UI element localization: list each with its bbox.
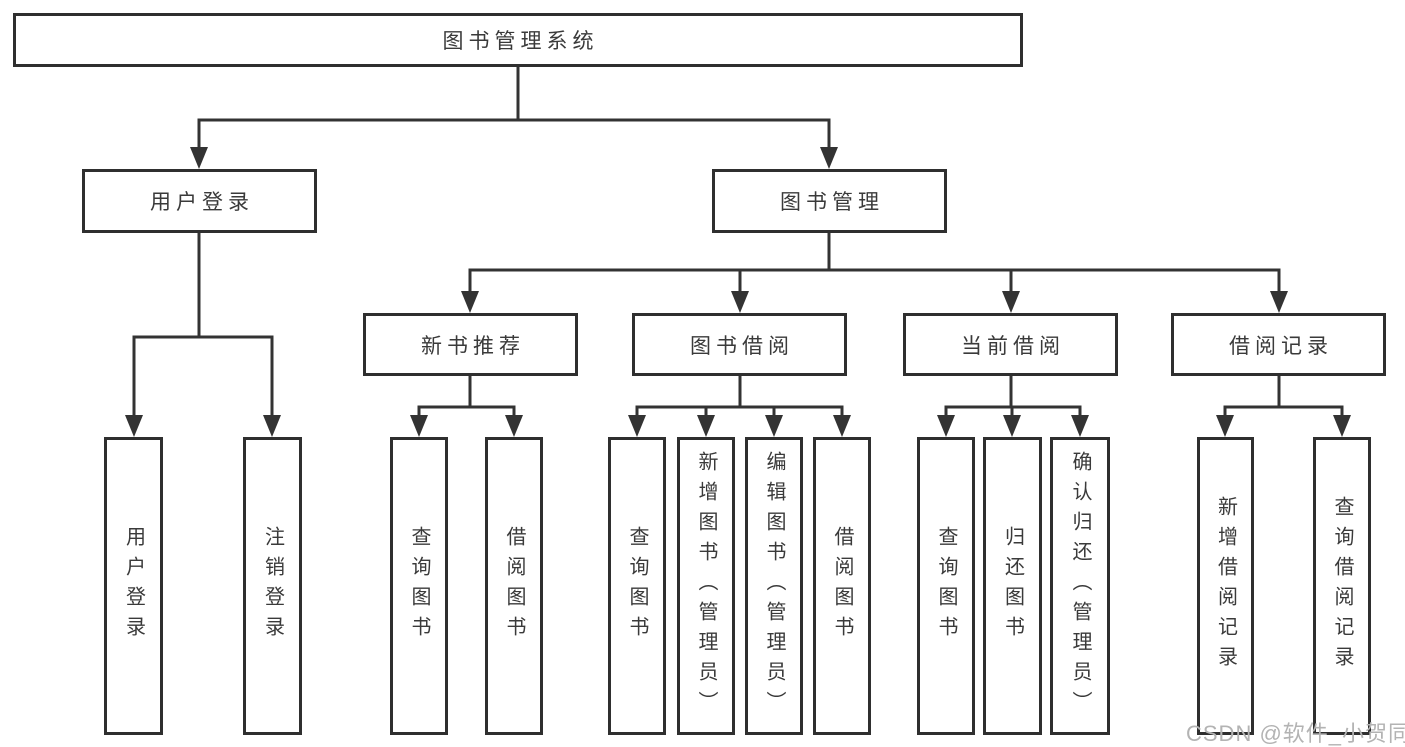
- node-current-borrow-label: 当前借阅: [961, 334, 1065, 358]
- leaf-query-book-2-label: 查询图书: [626, 526, 648, 646]
- leaf-query-book-1: 查询图书: [390, 437, 448, 735]
- node-user-login-label: 用户登录: [150, 191, 254, 214]
- leaf-logout: 注销登录: [243, 437, 302, 735]
- leaf-borrow-book-2: 借阅图书: [813, 437, 871, 735]
- leaf-logout-label: 注销登录: [261, 526, 284, 646]
- leaf-add-record-label: 新增借阅记录: [1214, 496, 1237, 676]
- leaf-borrow-book-1: 借阅图书: [485, 437, 543, 735]
- leaf-add-book: 新增图书（管理员）: [677, 437, 735, 735]
- leaf-borrow-book-1-label: 借阅图书: [503, 526, 525, 646]
- leaf-query-book-1-label: 查询图书: [408, 526, 430, 646]
- connector-new-book-split: [410, 374, 523, 437]
- node-book-mgmt-label: 图书管理: [780, 191, 884, 214]
- node-book-borrow-label: 图书借阅: [690, 334, 794, 358]
- node-new-book-rec-label: 新书推荐: [421, 334, 525, 358]
- leaf-add-record: 新增借阅记录: [1197, 437, 1254, 735]
- connector-current-borrow-split: [937, 374, 1089, 437]
- leaf-user-login: 用户登录: [104, 437, 163, 735]
- leaf-query-book-2: 查询图书: [608, 437, 666, 735]
- node-user-login: 用户登录: [82, 169, 317, 233]
- leaf-borrow-book-2-label: 借阅图书: [831, 526, 853, 646]
- leaf-user-login-label: 用户登录: [122, 526, 145, 646]
- connector-book-borrow-split: [628, 374, 851, 437]
- node-new-book-rec: 新书推荐: [363, 313, 578, 376]
- node-book-borrow: 图书借阅: [632, 313, 847, 376]
- connector-root-split: [190, 65, 838, 169]
- leaf-edit-book: 编辑图书（管理员）: [745, 437, 803, 735]
- leaf-query-book-3-label: 查询图书: [935, 526, 957, 646]
- leaf-edit-book-label: 编辑图书（管理员）: [763, 451, 785, 721]
- node-root-system: 图书管理系统: [13, 13, 1023, 67]
- csdn-watermark: CSDN @软件_小贺同学: [1186, 721, 1405, 746]
- leaf-confirm-return: 确认归还（管理员）: [1050, 437, 1110, 735]
- connector-user-login-split: [125, 231, 281, 437]
- node-borrow-record: 借阅记录: [1171, 313, 1386, 376]
- leaf-add-book-label: 新增图书（管理员）: [695, 451, 717, 721]
- node-current-borrow: 当前借阅: [903, 313, 1118, 376]
- leaf-query-record-label: 查询借阅记录: [1331, 496, 1353, 676]
- leaf-query-record: 查询借阅记录: [1313, 437, 1371, 735]
- leaf-query-book-3: 查询图书: [917, 437, 975, 735]
- leaf-return-book-label: 归还图书: [1001, 526, 1024, 646]
- node-root-system-label: 图书管理系统: [442, 30, 599, 53]
- connector-book-mgmt-split: [461, 231, 1288, 313]
- leaf-return-book: 归还图书: [983, 437, 1042, 735]
- node-book-mgmt: 图书管理: [712, 169, 947, 233]
- node-borrow-record-label: 借阅记录: [1229, 334, 1333, 358]
- connector-borrow-record-split: [1216, 374, 1351, 437]
- leaf-confirm-return-label: 确认归还（管理员）: [1069, 451, 1091, 721]
